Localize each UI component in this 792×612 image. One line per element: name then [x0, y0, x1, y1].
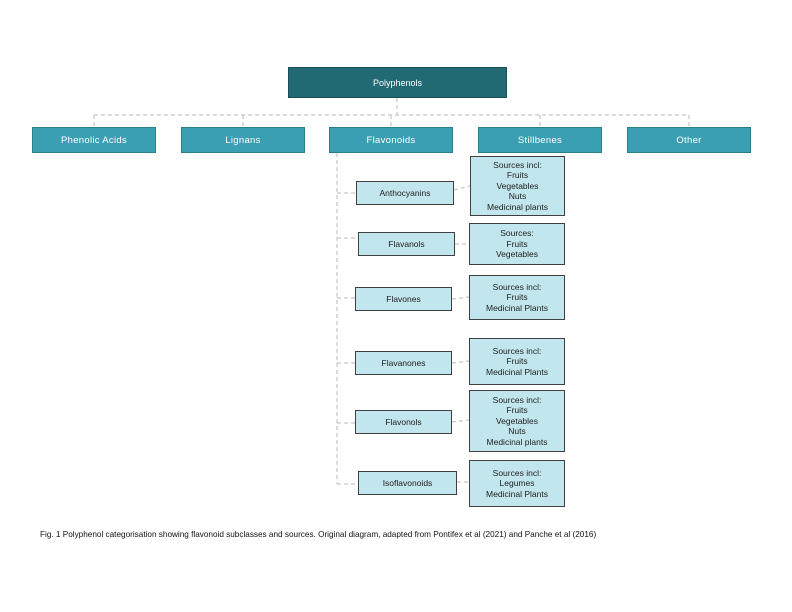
subclass-flavanols: Flavanols	[358, 232, 455, 256]
source-line: Medicinal Plants	[486, 488, 548, 499]
source-line: Medicinal Plants	[486, 302, 548, 313]
source-line: Fruits	[506, 356, 528, 367]
sources-anthocyanins: Sources incl: Fruits Vegetables Nuts Med…	[470, 156, 565, 216]
source-line: Sources incl:	[492, 281, 542, 292]
sources-flavanols: Sources: Fruits Vegetables	[469, 223, 565, 265]
source-line: Sources incl:	[492, 345, 542, 356]
category-phenolic-acids: Phenolic Acids	[32, 127, 156, 153]
category-flavonoids: Flavonoids	[329, 127, 453, 153]
source-line: Vegetables	[495, 249, 539, 260]
category-label: Lignans	[225, 134, 261, 146]
source-line: Nuts	[508, 426, 526, 437]
category-label: Phenolic Acids	[61, 134, 127, 146]
sources-flavanones: Sources incl: Fruits Medicinal Plants	[469, 338, 565, 385]
category-label: Other	[676, 134, 702, 146]
subclass-label: Flavanols	[388, 239, 425, 249]
source-line: Fruits	[506, 292, 528, 303]
source-line: Fruits	[506, 238, 528, 249]
sources-flavonols: Sources incl: Fruits Vegetables Nuts Med…	[469, 390, 565, 452]
source-line: Vegetables	[496, 180, 539, 191]
source-line: Nuts	[508, 191, 527, 202]
source-line: Fruits	[506, 170, 529, 181]
category-label: Flavonoids	[366, 134, 416, 146]
subclass-label: Anthocyanins	[379, 188, 431, 198]
subclass-isoflavonoids: Isoflavonoids	[358, 471, 457, 495]
category-stillbenes: Stillbenes	[478, 127, 602, 153]
subclass-label: Flavanones	[381, 358, 426, 368]
sources-isoflavonoids: Sources incl: Legumes Medicinal Plants	[469, 460, 565, 507]
polyphenols-root-node: Polyphenols	[288, 67, 507, 98]
source-line: Medicinal plants	[486, 436, 548, 447]
sources-flavones: Sources incl: Fruits Medicinal Plants	[469, 275, 565, 320]
source-line: Sources incl:	[492, 467, 542, 478]
source-line: Sources incl:	[492, 394, 542, 405]
source-line: Sources incl:	[493, 159, 542, 170]
subclass-anthocyanins: Anthocyanins	[356, 181, 454, 205]
subclass-label: Isoflavonoids	[382, 478, 433, 488]
source-line: Medicinal Plants	[486, 366, 548, 377]
category-other: Other	[627, 127, 751, 153]
subclass-flavones: Flavones	[355, 287, 452, 311]
source-line: Medicinal plants	[487, 201, 548, 212]
subclass-flavanones: Flavanones	[355, 351, 452, 375]
figure-caption: Fig. 1 Polyphenol categorisation showing…	[40, 530, 597, 539]
subclass-label: Flavonols	[385, 417, 422, 427]
source-line: Legumes	[499, 478, 535, 489]
root-label: Polyphenols	[372, 77, 423, 88]
source-line: Fruits	[506, 405, 528, 416]
source-line: Sources:	[500, 228, 534, 239]
category-label: Stillbenes	[517, 134, 563, 146]
subclass-label: Flavones	[386, 294, 421, 304]
source-line: Vegetables	[495, 415, 539, 426]
category-lignans: Lignans	[181, 127, 305, 153]
subclass-flavonols: Flavonols	[355, 410, 452, 434]
